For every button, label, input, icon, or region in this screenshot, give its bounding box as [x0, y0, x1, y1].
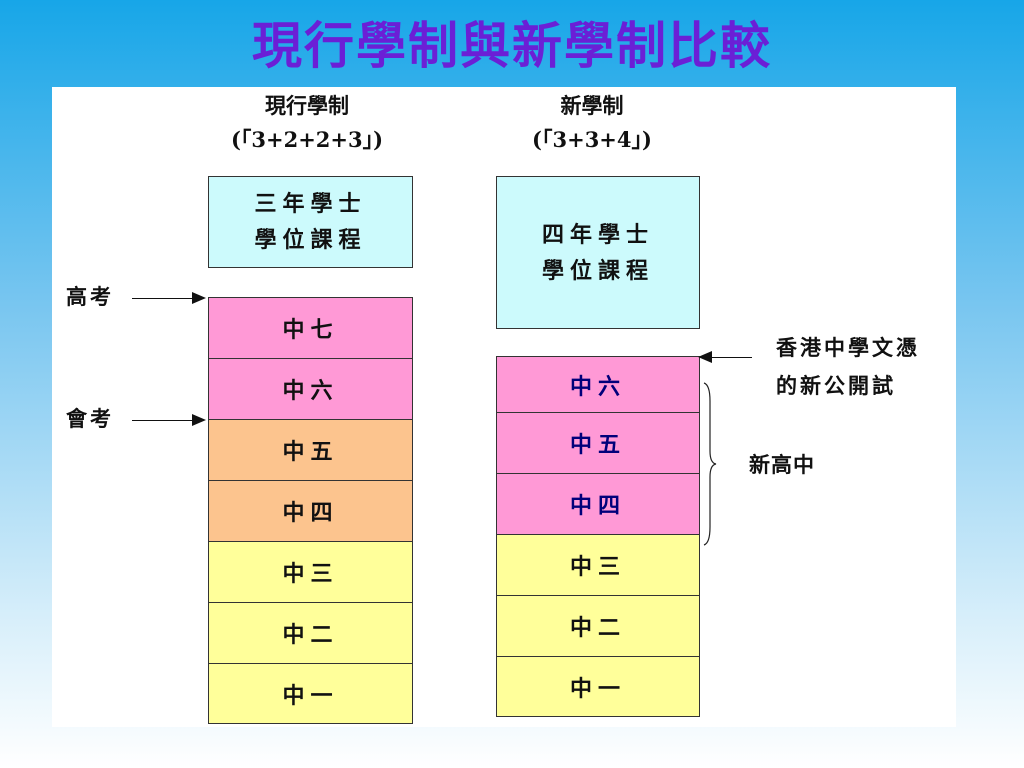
hkale-arrow-line	[132, 298, 194, 299]
hkcee-label: 會考	[66, 406, 114, 431]
hkcee-arrow-head	[192, 414, 206, 426]
current-system-title: 現行學制	[265, 93, 349, 118]
current-system-formula: (「3+2+2+3」)	[230, 127, 384, 152]
current-level-s2: 中二	[208, 602, 413, 664]
current-degree-line2: 學位課程	[254, 227, 367, 253]
current-level-s4: 中四	[208, 480, 413, 542]
current-degree-line1: 三年學士	[254, 191, 367, 217]
hkdse-arrow-line	[710, 357, 752, 358]
new-degree-box: 四年學士 學位課程	[496, 176, 700, 329]
new-degree-line1: 四年學士	[541, 221, 654, 248]
new-level-s2: 中二	[496, 595, 700, 657]
current-degree-box: 三年學士 學位課程	[208, 176, 413, 268]
new-level-s3: 中三	[496, 534, 700, 596]
new-level-s4: 中四	[496, 473, 700, 535]
diagram-panel: 現行學制 (「3+2+2+3」) 三年學士 學位課程 中七 中六 中五 中四 中…	[52, 87, 956, 727]
new-level-s1: 中一	[496, 656, 700, 717]
current-level-s6: 中六	[208, 358, 413, 420]
nss-brace	[703, 382, 717, 546]
hkale-arrow-head	[192, 292, 206, 304]
new-level-s5: 中五	[496, 412, 700, 474]
current-level-s7: 中七	[208, 297, 413, 359]
hkdse-label-line1: 香港中學文憑	[776, 335, 920, 360]
new-system-formula: (「3+3+4」)	[532, 127, 652, 152]
nss-label: 新高中	[749, 452, 815, 477]
current-level-s5: 中五	[208, 419, 413, 481]
current-system-heading: 現行學制 (「3+2+2+3」)	[192, 89, 422, 157]
current-level-s3: 中三	[208, 541, 413, 603]
hkale-label: 高考	[66, 284, 114, 309]
new-system-title: 新學制	[560, 93, 624, 118]
current-level-s1: 中一	[208, 663, 413, 724]
hkcee-arrow-line	[132, 420, 194, 421]
new-level-s6: 中六	[496, 356, 700, 413]
page-title: 現行學制與新學制比較	[252, 17, 772, 75]
new-system-heading: 新學制 (「3+3+4」)	[477, 89, 707, 157]
new-degree-line2: 學位課程	[541, 257, 654, 284]
hkdse-arrow-head	[698, 351, 712, 363]
hkdse-label-line2: 的新公開試	[776, 373, 896, 398]
hkdse-label: 香港中學文憑 的新公開試	[776, 329, 920, 405]
